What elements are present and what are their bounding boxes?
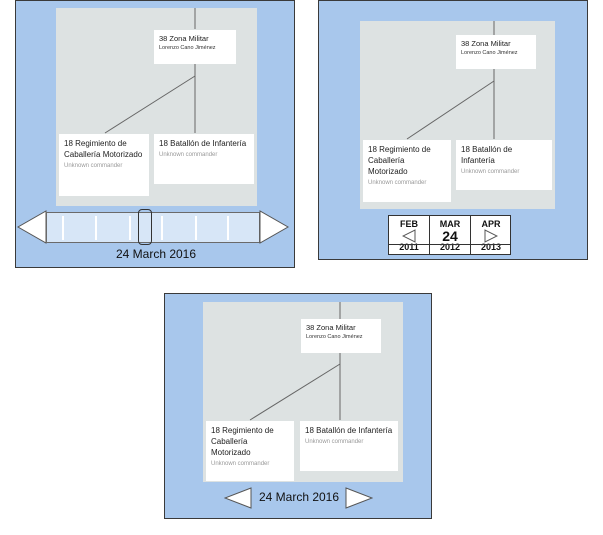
calendar-next-month[interactable]: APR 2013 <box>471 216 511 254</box>
calendar-current-date[interactable]: MAR 24 2012 <box>430 216 470 254</box>
triangle-right-icon[interactable] <box>484 229 498 243</box>
org-child-node[interactable]: 18 Batallón de Infantería Unknown comman… <box>456 140 552 190</box>
org-root-name: 38 Zona Militar <box>461 39 511 48</box>
calendar-current-year: 2012 <box>439 242 461 252</box>
org-root-node[interactable]: 38 Zona Militar Lorenzo Cano Jiménez <box>301 319 381 353</box>
org-connector-lines <box>249 302 341 421</box>
triangle-left-icon[interactable] <box>224 487 252 509</box>
calendar-divider <box>429 216 430 254</box>
timeline-slider-thumb[interactable] <box>138 209 152 245</box>
timeline-tick <box>95 216 97 240</box>
arrows-view-panel: 38 Zona Militar Lorenzo Cano Jiménez 18 … <box>164 293 432 519</box>
timeline-tick <box>195 216 197 240</box>
org-root-name: 38 Zona Militar <box>306 323 356 332</box>
triangle-left-icon[interactable] <box>17 210 47 244</box>
current-date-label: 24 March 2016 <box>258 490 340 504</box>
calendar-prev-month[interactable]: FEB 2011 <box>389 216 429 254</box>
calendar-view-panel: 38 Zona Militar Lorenzo Cano Jiménez 18 … <box>318 0 588 260</box>
org-child-name: 18 Regimiento de Caballería Motorizado <box>368 145 431 176</box>
org-child-commander: Unknown commander <box>64 163 123 169</box>
org-child-commander: Unknown commander <box>368 180 427 186</box>
org-child-node[interactable]: 18 Batallón de Infantería Unknown comman… <box>300 421 398 471</box>
calendar-prev-month-label: FEB <box>400 219 418 229</box>
timeline-tick <box>161 216 163 240</box>
org-chart: 38 Zona Militar Lorenzo Cano Jiménez 18 … <box>203 302 403 482</box>
org-child-commander: Unknown commander <box>305 439 364 445</box>
org-chart: 38 Zona Militar Lorenzo Cano Jiménez 18 … <box>56 8 257 206</box>
triangle-left-icon[interactable] <box>402 229 416 243</box>
calendar-next-year: 2013 <box>480 242 502 252</box>
org-child-node[interactable]: 18 Regimiento de Caballería Motorizado U… <box>363 140 451 202</box>
org-child-name: 18 Regimiento de Caballería Motorizado <box>211 426 274 457</box>
calendar-prev-year: 2011 <box>399 242 419 252</box>
org-child-commander: Unknown commander <box>461 169 520 175</box>
org-root-commander: Lorenzo Cano Jiménez <box>461 50 518 56</box>
org-connector-lines <box>104 8 196 134</box>
org-root-node[interactable]: 38 Zona Militar Lorenzo Cano Jiménez <box>154 30 236 64</box>
org-root-node[interactable]: 38 Zona Militar Lorenzo Cano Jiménez <box>456 35 536 69</box>
org-child-name: 18 Batallón de Infantería <box>159 139 247 148</box>
org-child-node[interactable]: 18 Batallón de Infantería Unknown comman… <box>154 134 254 184</box>
current-date-label: 24 March 2016 <box>115 247 197 261</box>
timeline-slider-track[interactable] <box>46 209 260 245</box>
org-root-name: 38 Zona Militar <box>159 34 209 43</box>
org-child-node[interactable]: 18 Regimiento de Caballería Motorizado U… <box>206 421 294 481</box>
org-child-name: 18 Batallón de Infantería <box>305 426 393 435</box>
timeline-tick <box>129 216 131 240</box>
calendar-current-month: MAR <box>439 219 461 229</box>
slider-view-panel: 38 Zona Militar Lorenzo Cano Jiménez 18 … <box>15 0 295 268</box>
org-root-commander: Lorenzo Cano Jiménez <box>306 334 363 340</box>
calendar-divider <box>470 216 471 254</box>
org-child-node[interactable]: 18 Regimiento de Caballería Motorizado U… <box>59 134 149 196</box>
triangle-right-icon[interactable] <box>345 487 373 509</box>
org-child-name: 18 Regimiento de Caballería Motorizado <box>64 139 143 159</box>
org-child-commander: Unknown commander <box>211 461 270 467</box>
timeline-tick <box>227 216 229 240</box>
calendar-current-day: 24 <box>442 228 458 244</box>
calendar-year-divider <box>389 244 510 245</box>
org-child-name: 18 Batallón de Infantería <box>461 145 513 165</box>
triangle-right-icon[interactable] <box>259 210 289 244</box>
org-root-commander: Lorenzo Cano Jiménez <box>159 45 216 51</box>
calendar-next-month-label: APR <box>481 219 501 229</box>
org-connector-lines <box>406 21 495 140</box>
timeline-tick <box>62 216 64 240</box>
org-chart: 38 Zona Militar Lorenzo Cano Jiménez 18 … <box>360 21 555 209</box>
date-picker-calendar: FEB 2011 MAR 24 2012 APR 2013 <box>388 215 511 255</box>
org-child-commander: Unknown commander <box>159 152 218 158</box>
